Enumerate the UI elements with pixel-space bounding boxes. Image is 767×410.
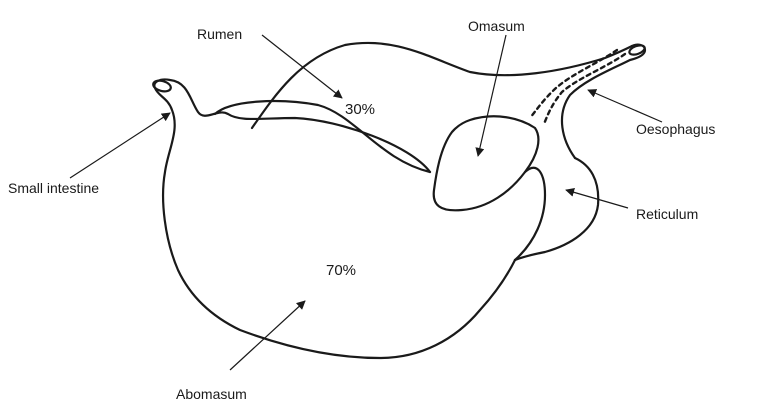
abomasum-percent: 70% — [326, 262, 356, 279]
rumen-leader — [262, 35, 342, 98]
oesophagus-label: Oesophagus — [636, 121, 715, 137]
small-intestine-leader — [70, 113, 170, 178]
reticulum-inner-edge — [515, 168, 545, 260]
rumen-lower-edge — [215, 101, 430, 172]
rumen-outline — [252, 43, 632, 128]
abomasum-label: Abomasum — [176, 386, 247, 402]
omasum-label: Omasum — [468, 18, 525, 34]
rumen-label: Rumen — [197, 26, 242, 42]
reticulum-label: Reticulum — [636, 206, 698, 222]
omasum-outline — [434, 116, 539, 210]
rumen-percent: 30% — [345, 101, 375, 118]
abomasum-leader — [230, 301, 305, 370]
omasum-leader — [478, 35, 506, 156]
oesophagus-leader — [588, 90, 662, 122]
small-intestine-label: Small intestine — [8, 180, 99, 196]
oesophagus-outline — [562, 45, 645, 158]
abomasum-outline — [154, 79, 515, 358]
